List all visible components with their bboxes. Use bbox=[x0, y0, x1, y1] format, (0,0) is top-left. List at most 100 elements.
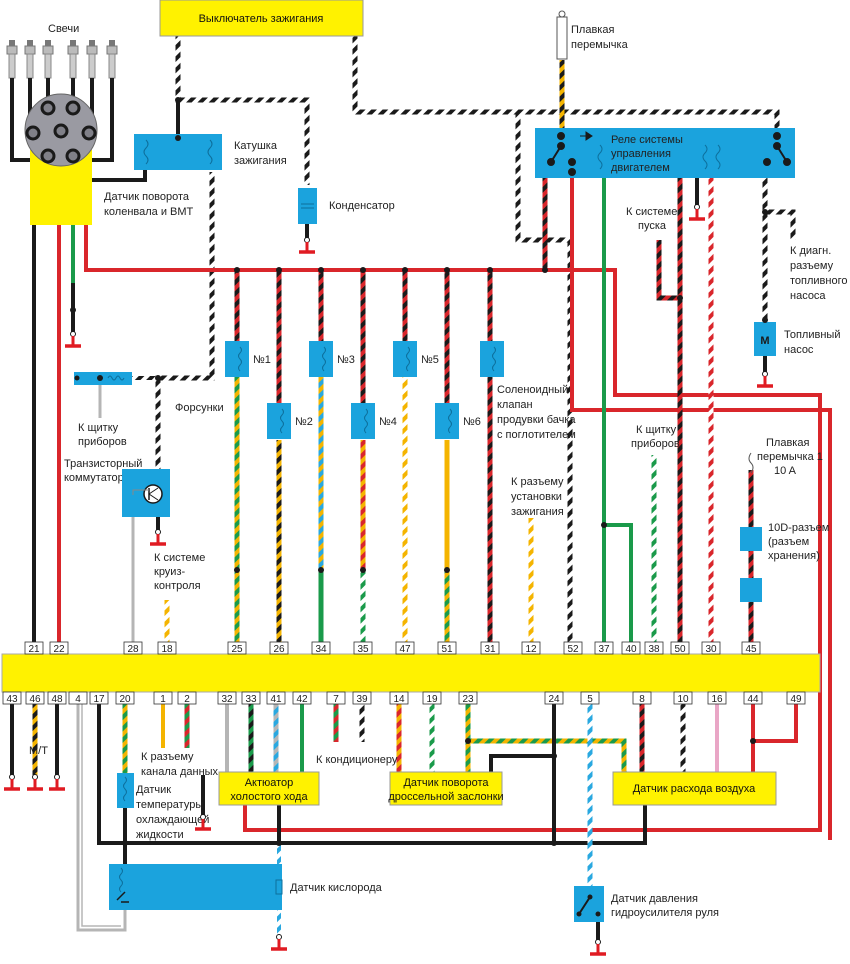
ecu-pin: 52 bbox=[563, 641, 583, 655]
ecu-pin: 45 bbox=[741, 641, 761, 655]
purge-valve-label-3: продувки бачка bbox=[497, 414, 576, 426]
fuel-diag-label-3: топливного bbox=[790, 275, 847, 287]
main-relay-label-1: Реле системы bbox=[611, 134, 683, 146]
instrument-panel-label-2-a: К щитку bbox=[636, 424, 677, 436]
cruise-label-3: контроля bbox=[154, 580, 201, 592]
ecu-pin: 7 bbox=[326, 691, 346, 705]
fuel-diag-label-2: разъему bbox=[790, 260, 834, 272]
ps-pressure-switch bbox=[574, 886, 604, 922]
junction-dot bbox=[465, 738, 471, 744]
connector-10d-label-1: 10D-разъем bbox=[768, 522, 829, 534]
ecu-pin-number: 44 bbox=[747, 694, 759, 705]
ecu-pin-number: 8 bbox=[639, 694, 645, 705]
ecu-pin: 22 bbox=[49, 641, 69, 655]
injector-label: №4 bbox=[379, 416, 397, 428]
injector-label: №1 bbox=[253, 354, 271, 366]
ignition-coil bbox=[134, 134, 222, 170]
junction-dot bbox=[122, 840, 128, 846]
throttle-sensor-label-1: Датчик поворота bbox=[403, 777, 489, 789]
ecu-pin: 5 bbox=[580, 691, 600, 705]
ecu-pin-number: 46 bbox=[29, 694, 41, 705]
junction-dot bbox=[318, 567, 324, 573]
instrument-panel-label-2-b: приборов bbox=[631, 438, 680, 450]
ecu-pin: 20 bbox=[115, 691, 135, 705]
spark-plug-icon bbox=[106, 40, 118, 79]
to-start-system-label-1: К системе bbox=[626, 206, 677, 218]
data-link-label-2: канала данных bbox=[141, 766, 219, 778]
coolant-temp-label-2: температуры bbox=[136, 799, 203, 811]
ground-icon bbox=[27, 774, 43, 791]
ecu-pin: 32 bbox=[217, 691, 237, 705]
ground-icon bbox=[65, 331, 81, 348]
ecu-pin: 25 bbox=[227, 641, 247, 655]
ecu-pin: 41 bbox=[266, 691, 286, 705]
air-flow-sensor: Датчик расхода воздуха bbox=[612, 771, 777, 806]
junction-dot bbox=[762, 317, 768, 323]
idle-actuator: Актюатор холостого хода bbox=[218, 771, 320, 806]
ecu-pin: 4 bbox=[68, 691, 88, 705]
ecu-pin: 39 bbox=[352, 691, 372, 705]
ground-icon bbox=[689, 204, 705, 221]
ground-icon bbox=[4, 774, 20, 791]
spark-plug-icon bbox=[6, 40, 18, 79]
ecu-pin-number: 42 bbox=[296, 694, 308, 705]
fusible-link-1-label-3: 10 A bbox=[774, 465, 797, 477]
instrument-panel-label-1-a: К щитку bbox=[78, 422, 119, 434]
cruise-label-1: К системе bbox=[154, 552, 205, 564]
injector-3: №3 bbox=[309, 341, 355, 377]
ground-symbols bbox=[4, 204, 773, 956]
ecu-pin-number: 25 bbox=[231, 644, 243, 655]
ecu-pin: 48 bbox=[47, 691, 67, 705]
ecu-pin-number: 4 bbox=[75, 694, 81, 705]
ecu-pin-number: 37 bbox=[598, 644, 610, 655]
ecu-pin-number: 22 bbox=[53, 644, 65, 655]
wire-24-branch bbox=[489, 754, 554, 773]
ecu-pin-number: 14 bbox=[393, 694, 405, 705]
ecu-pin-number: 16 bbox=[711, 694, 723, 705]
main-relay-label-3: двигателем bbox=[611, 162, 670, 174]
ecu-pin-number: 32 bbox=[221, 694, 233, 705]
ecu-pin: 1 bbox=[153, 691, 173, 705]
wire-start bbox=[656, 240, 680, 301]
ecu-pin: 8 bbox=[632, 691, 652, 705]
ecu-pin: 23 bbox=[458, 691, 478, 705]
junction-dot bbox=[175, 97, 181, 103]
crank-sensor-label-1: Датчик поворота bbox=[104, 191, 190, 203]
main-relay bbox=[535, 128, 795, 178]
transistor-switch-label-1: Транзисторный bbox=[64, 458, 142, 470]
wire-4 bbox=[76, 700, 127, 932]
ecu-pin-number: 21 bbox=[28, 644, 40, 655]
cruise-label-2: круиз- bbox=[154, 566, 185, 578]
junction-dot bbox=[677, 295, 683, 301]
wire-relay-out-red bbox=[570, 172, 832, 840]
wires bbox=[10, 36, 832, 940]
ecu-pin-number: 12 bbox=[525, 644, 537, 655]
main-relay-label-2: управления bbox=[611, 148, 671, 160]
fusible-link-1-label-2: перемычка 1 bbox=[757, 451, 823, 463]
purge-valve-label-4: с поглотителем bbox=[497, 429, 576, 441]
ground-icon bbox=[271, 934, 287, 951]
ecu-pin-number: 47 bbox=[399, 644, 411, 655]
ecu-pin-number: 40 bbox=[625, 644, 637, 655]
ecu-pin: 2 bbox=[177, 691, 197, 705]
spark-plug-icon bbox=[86, 40, 98, 79]
wire-40 bbox=[604, 523, 633, 645]
coolant-temp-label-3: охлаждающей bbox=[136, 814, 209, 826]
ps-pressure-label-2: гидроусилителя руля bbox=[611, 907, 719, 919]
ecu-pin-number: 5 bbox=[587, 694, 593, 705]
ecu-pin-number: 35 bbox=[357, 644, 369, 655]
ecu-pin: 31 bbox=[480, 641, 500, 655]
fuel-pump-label-1: Топливный bbox=[784, 329, 840, 341]
ecu-pin: 18 bbox=[157, 641, 177, 655]
ignition-timing-label-2: установки bbox=[511, 491, 562, 503]
junction-dot bbox=[444, 567, 450, 573]
junction-dots bbox=[70, 97, 768, 846]
ecu-pin-number: 43 bbox=[6, 694, 18, 705]
coolant-temp-label-1: Датчик bbox=[136, 784, 171, 796]
ecu-pin: 40 bbox=[621, 641, 641, 655]
ecu-pin-number: 49 bbox=[790, 694, 802, 705]
ecu-pin: 24 bbox=[544, 691, 564, 705]
wire-coil-negative bbox=[155, 172, 215, 470]
